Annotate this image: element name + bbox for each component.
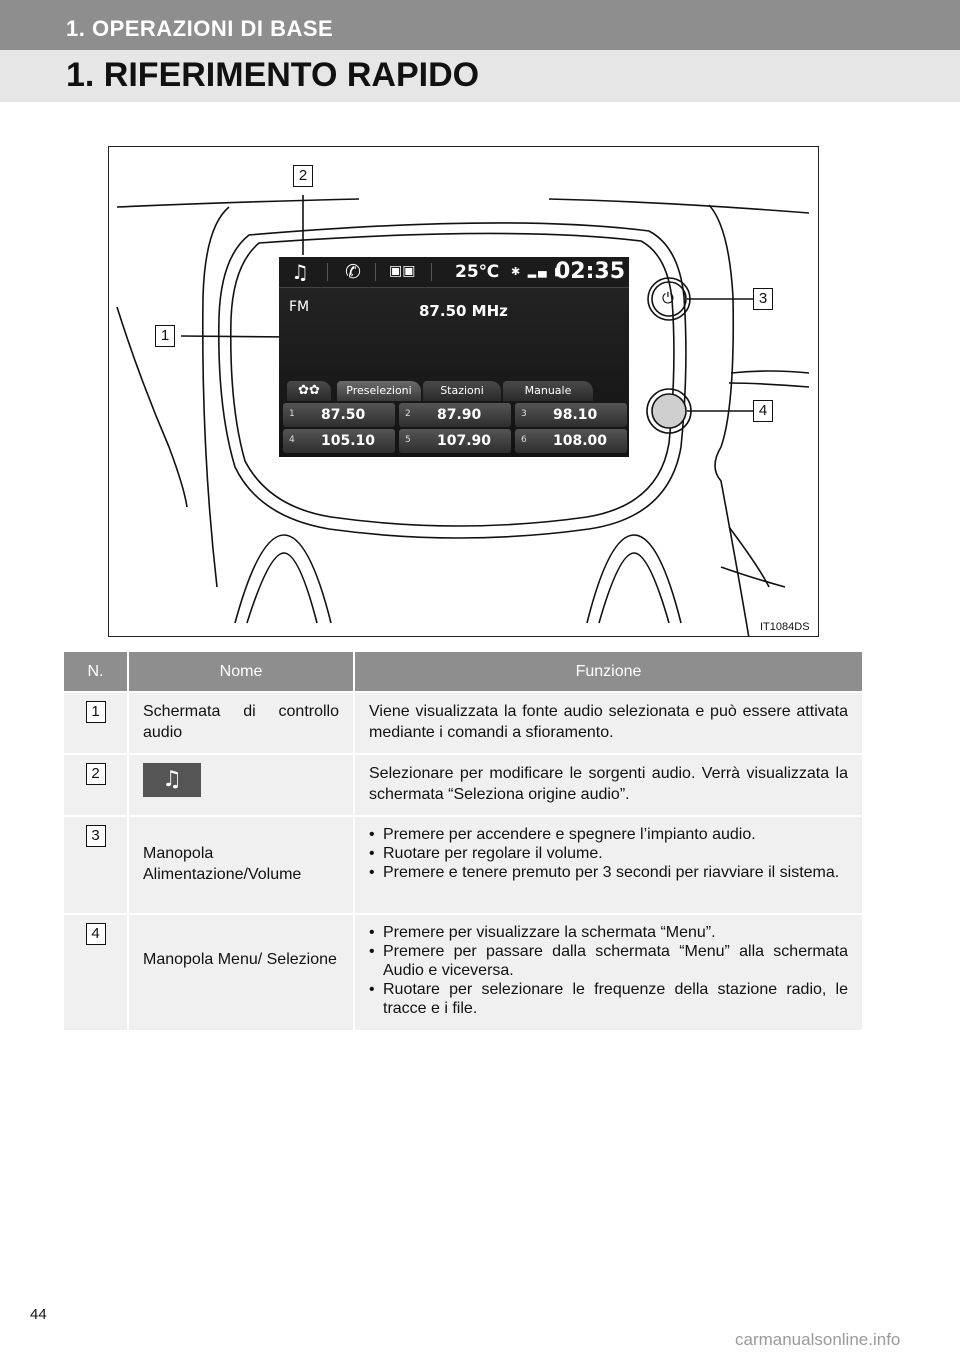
table-row: 3 Manopola Alimentazione/Volume Premere … (64, 815, 862, 914)
row-function: Premere per accendere e spegnere l’impia… (354, 815, 862, 914)
preset-number: 6 (521, 435, 527, 445)
row-number: 4 (85, 923, 106, 945)
row-name: Manopola Alimentazione/Volume (128, 815, 355, 914)
list-item: Ruotare per selezionare le frequenze del… (369, 980, 848, 1018)
page-number: 44 (30, 1306, 47, 1323)
page-title: 1. RIFERIMENTO RAPIDO (66, 56, 480, 94)
header-name: Nome (128, 652, 355, 692)
preset-frequency: 105.10 (321, 433, 376, 449)
page-title-bar: 1. RIFERIMENTO RAPIDO (0, 50, 960, 102)
row-number-cell: 4 (64, 913, 129, 1030)
callout-4: 4 (753, 400, 773, 422)
table-header-row: N. Nome Funzione (64, 652, 862, 692)
preset-number: 4 (289, 435, 295, 445)
callout-2: 2 (293, 165, 313, 187)
tab-manual[interactable]: Manuale (503, 381, 593, 401)
car-info-icon[interactable]: ▣▣ (389, 263, 416, 279)
clock-readout: 02:35 (555, 259, 626, 284)
row-function: Premere per visualizzare la schermata “M… (354, 913, 862, 1030)
row-number: 3 (85, 825, 106, 847)
reference-table: N. Nome Funzione 1 Schermata di controll… (64, 652, 862, 1030)
preset-button[interactable]: 3 98.10 (515, 403, 627, 427)
row-number: 2 (85, 763, 106, 785)
watermark: carmanualsonline.info (735, 1330, 901, 1349)
settings-icon[interactable]: ✿✿ (287, 381, 331, 401)
row-number-cell: 2 (64, 753, 129, 816)
preset-button[interactable]: 6 108.00 (515, 429, 627, 453)
tab-bar: ✿✿ Preselezioni Stazioni Manuale (279, 377, 629, 403)
frequency-readout: 87.50 MHz (419, 302, 508, 320)
preset-frequency: 107.90 (437, 433, 492, 449)
preset-button[interactable]: 5 107.90 (399, 429, 511, 453)
row-name: Schermata di controllo audio (128, 691, 355, 754)
connectivity-icons: ✱ ▂▄ ▮ (511, 265, 563, 278)
preset-number: 5 (405, 435, 411, 445)
callout-1: 1 (155, 325, 175, 347)
preset-button[interactable]: 1 87.50 (283, 403, 395, 427)
preset-number: 1 (289, 409, 295, 419)
row-number-cell: 1 (64, 691, 129, 754)
status-bar: ♫ ✆ ▣▣ 25℃ ✱ ▂▄ ▮ 02:35 (279, 257, 629, 288)
row-function: Selezionare per modificare le sorgenti a… (354, 753, 862, 816)
preset-frequency: 87.90 (437, 407, 482, 423)
tab-presets[interactable]: Preselezioni (337, 381, 421, 401)
list-item: Premere e tenere premuto per 3 secondi p… (369, 863, 848, 882)
preset-grid: 1 87.50 2 87.90 3 98.10 4 105.10 5 107.9… (283, 403, 627, 453)
section-title: 1. OPERAZIONI DI BASE (66, 16, 334, 41)
section-header-bar: 1. OPERAZIONI DI BASE (0, 0, 960, 50)
list-item: Premere per passare dalla schermata “Men… (369, 942, 848, 980)
preset-number: 3 (521, 409, 527, 419)
header-num: N. (64, 652, 129, 692)
row-name: Manopola Menu/ Selezione (128, 913, 355, 1030)
power-icon: ⏻ (662, 289, 674, 307)
header-function: Funzione (354, 652, 862, 692)
band-label: FM (289, 299, 310, 315)
table-row: 2 ♫ Selezionare per modificare le sorgen… (64, 753, 862, 816)
row-number: 1 (85, 701, 106, 723)
temperature-readout: 25℃ (455, 262, 500, 282)
callout-3: 3 (753, 288, 773, 310)
table-row: 1 Schermata di controllo audio Viene vis… (64, 691, 862, 754)
audio-control-screen[interactable]: ♫ ✆ ▣▣ 25℃ ✱ ▂▄ ▮ 02:35 FM 87.50 MHz ✿✿ … (279, 257, 629, 457)
row-function: Viene visualizzata la fonte audio selezi… (354, 691, 862, 754)
tab-stations[interactable]: Stazioni (423, 381, 501, 401)
music-icon: ♫ (143, 763, 201, 797)
dashboard-figure: ♫ ✆ ▣▣ 25℃ ✱ ▂▄ ▮ 02:35 FM 87.50 MHz ✿✿ … (108, 146, 819, 637)
preset-frequency: 87.50 (321, 407, 366, 423)
bullet-list: Premere per accendere e spegnere l’impia… (369, 825, 848, 882)
list-item: Premere per visualizzare la schermata “M… (369, 923, 848, 942)
figure-code: IT1084DS (760, 621, 810, 633)
table-row: 4 Manopola Menu/ Selezione Premere per v… (64, 913, 862, 1030)
preset-frequency: 108.00 (553, 433, 608, 449)
list-item: Ruotare per regolare il volume. (369, 844, 848, 863)
preset-frequency: 98.10 (553, 407, 598, 423)
phone-icon[interactable]: ✆ (345, 261, 361, 283)
preset-button[interactable]: 2 87.90 (399, 403, 511, 427)
row-name: ♫ (128, 753, 355, 816)
preset-number: 2 (405, 409, 411, 419)
bullet-list: Premere per visualizzare la schermata “M… (369, 923, 848, 1018)
music-icon[interactable]: ♫ (291, 260, 309, 284)
list-item: Premere per accendere e spegnere l’impia… (369, 825, 848, 844)
dashboard-line-drawing (116, 195, 810, 636)
row-number-cell: 3 (64, 815, 129, 914)
preset-button[interactable]: 4 105.10 (283, 429, 395, 453)
